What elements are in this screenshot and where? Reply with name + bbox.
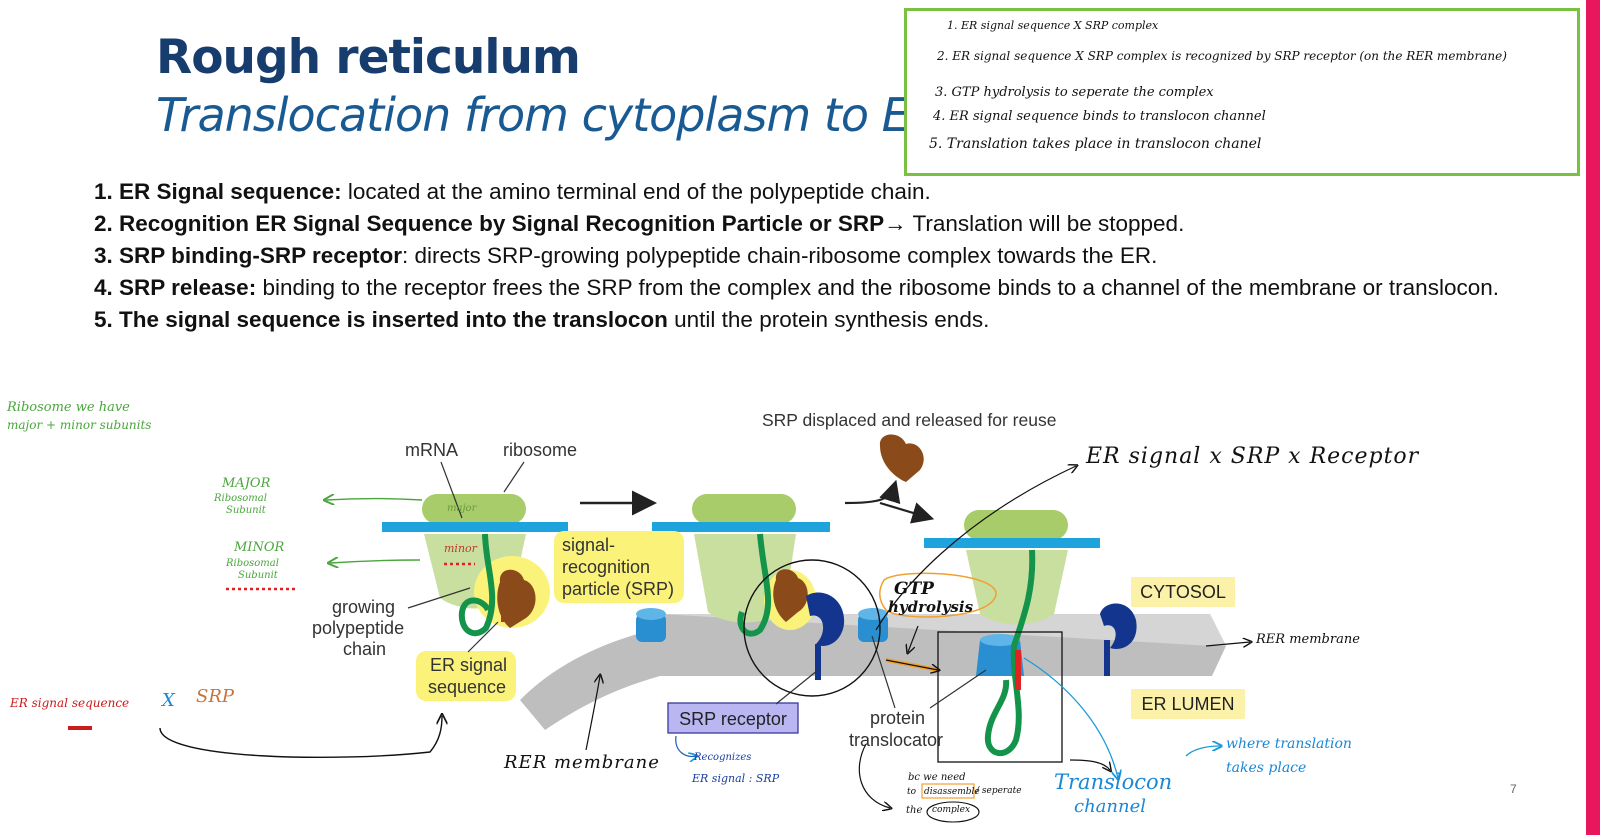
steps-list: 1. ER Signal sequence: located at the am… [94,176,1534,336]
closed-translocon-1 [636,608,666,642]
growing-label-3: chain [343,639,386,659]
mrna-label: mRNA [405,440,458,460]
mrna-2 [652,522,830,532]
srp-released-label: SRP displaced and released for reuse [762,410,1056,430]
note-recognizes: Recognizes [694,752,752,763]
note-where-1: where translation [1226,736,1352,752]
gtp-highlight [879,572,997,618]
note-minor-1: MINOR [234,540,285,555]
srp-receptor-circle [743,559,881,697]
srp-receptor-stem-1 [815,644,821,680]
gtp-label-1: GTP [894,579,935,599]
ribosome-1-major-subunit [422,494,526,524]
page-number: 7 [1510,782,1517,796]
mrna-1 [382,522,568,532]
step-2: 2. Recognition ER Signal Sequence by Sig… [94,211,1185,236]
note-er-x-srp-1: ER signal sequence [10,696,130,710]
slide-title: Rough reticulum [156,30,581,85]
srp-receptor-label-box [667,702,799,734]
translocator-label-1: protein [870,708,925,728]
note-er-srp-receptor: ER signal x SRP x Receptor [1086,444,1420,469]
slide-edge-bar [1586,0,1600,835]
note-line-2: 2. ER signal sequence X SRP complex is r… [937,49,1507,63]
srp-receptor-2 [1100,603,1137,649]
note-ribosome-2: major + minor subunits [7,418,152,432]
polypeptide-chain-3 [984,549,1036,757]
step-5: 5. The signal sequence is inserted into … [94,307,990,332]
note-bc-3: disassemble [924,787,980,797]
note-line-1: 1. ER signal sequence X SRP complex [947,19,1159,32]
translocator-label-2: translocator [849,730,943,750]
slide-subtitle: Translocation from cytoplasm to ER [156,88,942,142]
er-signal-label-1: ER signal [430,655,507,675]
note-translocon-1: Translocon [1054,770,1173,794]
note-major-2: Ribosomal [214,493,267,504]
growing-label-1: growing [332,597,395,617]
step-4: 4. SRP release: binding to the receptor … [94,275,1499,300]
ribosome-3-minor-subunit [966,550,1068,625]
note-rer-membrane-right: RER membrane [1256,632,1360,647]
ribosome-1 [382,494,568,637]
ribosome-2-major-subunit [692,494,796,524]
note-line-4: 4. ER signal sequence binds to transloco… [933,109,1266,124]
er-lumen-label-bg [1131,689,1245,719]
srp-label-3: particle (SRP) [562,579,674,599]
note-rer-membrane-bottom: RER membrane [504,752,660,773]
srp-label-2: recognition [562,557,650,577]
handwritten-notes-box: 1. ER signal sequence X SRP complex 2. E… [904,8,1580,176]
step-3: 3. SRP binding-SRP receptor: directs SRP… [94,243,1158,268]
srp-receptor-1 [806,592,845,646]
srp-receptor-label: SRP receptor [679,709,787,729]
srp-label-1: signal- [562,535,615,555]
note-where-2: takes place [1226,760,1307,776]
cytosol-label-bg [1131,577,1235,607]
ribosome-3-major-subunit [964,510,1068,540]
polypeptide-chain-2 [737,533,772,637]
note-line-5: 5. Translation takes place in translocon… [929,136,1262,152]
ribosome-3 [924,510,1100,763]
minor-inline-label: minor [444,542,478,555]
er-signal-label-2: sequence [428,677,506,697]
srp-released [879,434,924,482]
note-er-x-srp-2: X [162,690,175,711]
cytosol-label: CYTOSOL [1140,582,1226,602]
mrna-3 [924,538,1100,548]
note-major-3: Subunit [226,505,266,516]
note-ribosome-1: Ribosome we have [7,400,130,415]
note-bc-5: the [906,805,923,816]
er-membrane [520,614,1226,730]
polypeptide-chain-1 [458,533,496,637]
ribosome-2 [652,494,845,680]
note-er-x-srp-3: SRP [196,686,234,707]
gtp-label-2: hydrolysis [888,598,974,616]
ribosome-label: ribosome [503,440,577,460]
er-lumen-label: ER LUMEN [1141,694,1234,714]
note-bc-6: complex [932,805,971,815]
growing-label-2: polypeptide [312,618,404,638]
note-translocon-2: channel [1074,796,1146,817]
step-1: 1. ER Signal sequence: located at the am… [94,179,931,204]
note-major-1: MAJOR [222,476,271,491]
note-bc-4: / seperate [976,786,1022,796]
note-er-signal-srp: ER signal : SRP [692,772,780,785]
translocon-outline [937,631,1063,763]
major-inline-label: major [447,503,478,514]
note-bc-2: to [907,787,917,797]
note-minor-2: Ribosomal [226,558,279,569]
note-bc-1: bc we need [908,772,966,783]
srp-particle-1 [497,569,536,628]
closed-translocon-2 [858,608,888,642]
note-line-3: 3. GTP hydrolysis to seperate the comple… [935,85,1214,100]
note-minor-3: Subunit [238,570,278,581]
srp-particle-2 [773,569,808,622]
